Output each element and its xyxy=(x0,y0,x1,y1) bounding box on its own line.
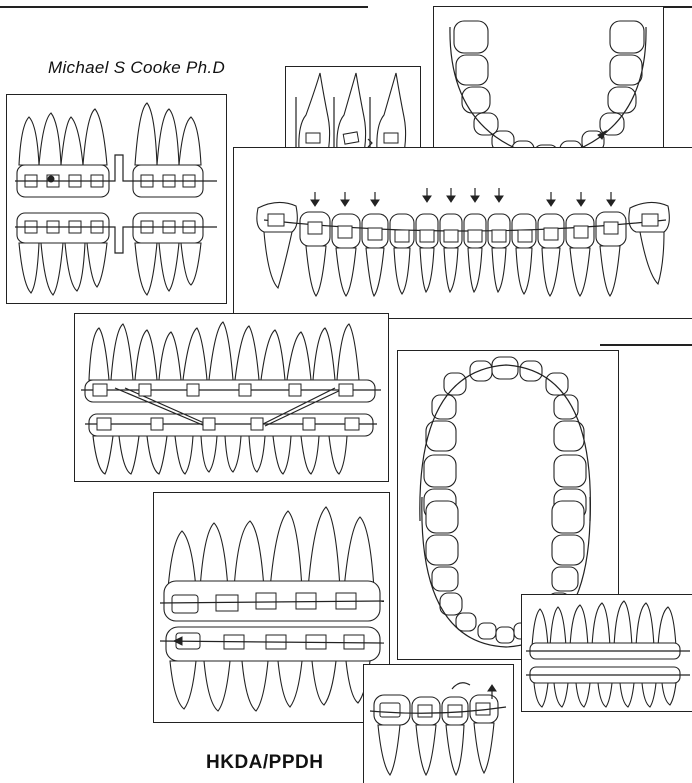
upper-arch-teeth xyxy=(424,357,586,519)
author-name: Michael S Cooke Ph.D xyxy=(48,58,225,78)
panel-elastic-mechanics xyxy=(74,313,389,482)
panel-arch-leveling xyxy=(233,147,692,319)
small-buccal-drawing xyxy=(522,595,692,711)
panel-premolar-closeup xyxy=(363,664,514,783)
buccal-loops-drawing xyxy=(7,95,226,303)
mid-rule-lower xyxy=(600,344,692,346)
premolar-closeup-drawing xyxy=(364,665,513,783)
panel-buccal-loops xyxy=(6,94,227,304)
leveling-teeth xyxy=(257,202,669,296)
elastic-lower-teeth xyxy=(89,414,373,474)
top-rule-left xyxy=(0,6,368,8)
footer-label: HKDA/PPDH xyxy=(206,752,323,774)
arch-leveling-drawing xyxy=(234,148,692,318)
small-upper-teeth xyxy=(530,601,680,659)
premolar-up-arrow xyxy=(488,685,496,691)
panel-small-buccal xyxy=(521,594,692,712)
intrusion-extrusion-arrows xyxy=(311,188,615,206)
premolar-arc-arrow xyxy=(452,683,470,689)
arch-teeth xyxy=(454,21,644,165)
buccal-closeup-drawing xyxy=(154,493,389,722)
small-lower-teeth xyxy=(530,667,680,707)
elastic-mechanics-drawing xyxy=(75,314,388,481)
panel-buccal-closeup xyxy=(153,492,390,723)
